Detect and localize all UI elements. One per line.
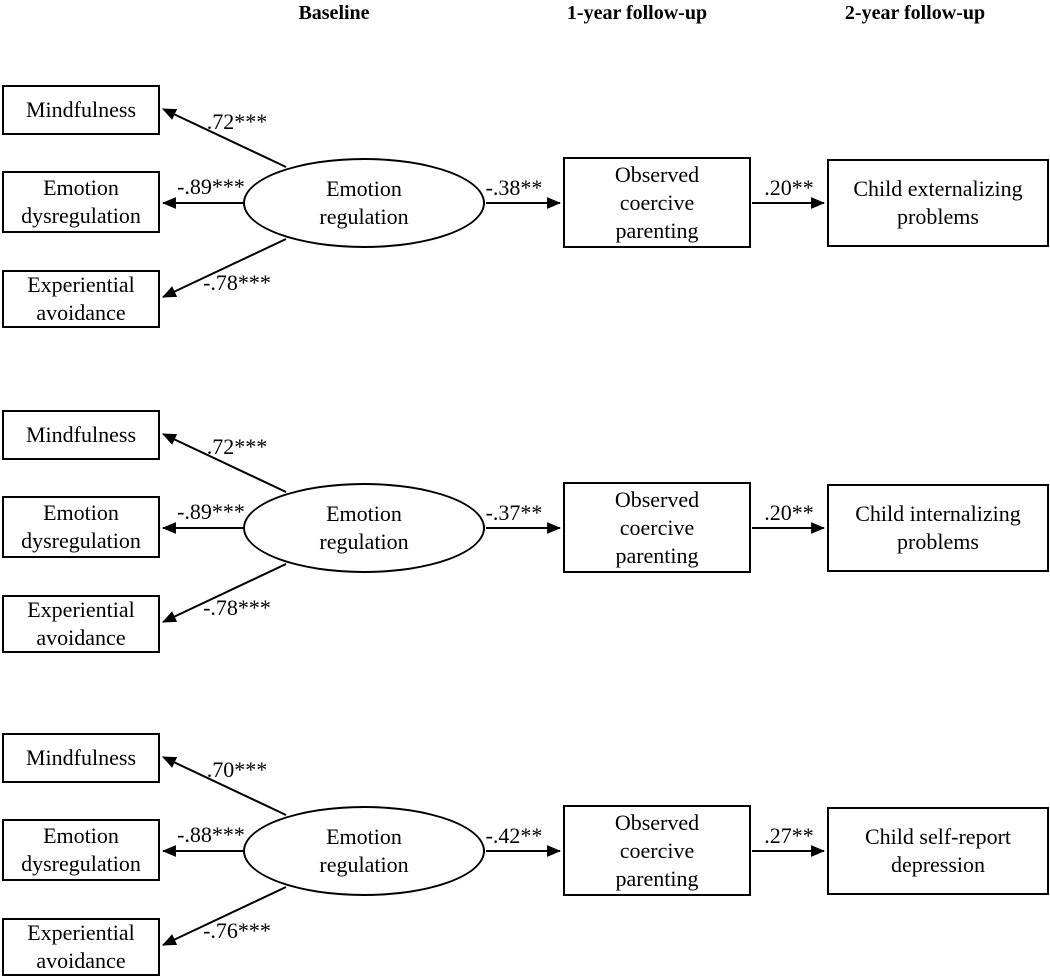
indicator-label: Experiential avoidance [27,272,135,325]
outcome-box: Child externalizing problems [827,159,1049,247]
indicator-label: Mindfulness [26,745,136,770]
indicator-box-mindfulness: Mindfulness [2,85,160,135]
path-label-latent-to-mediator: -.38** [485,175,543,200]
sem-model-2: Mindfulness Emotion dysregulation Experi… [0,325,1050,665]
factor-loading-arrow-experiential-avoidance [162,563,287,623]
mediator-label: Observed coercive parenting [614,486,700,568]
latent-label: Emotion regulation [319,501,409,554]
indicator-label: Experiential avoidance [27,920,135,973]
indicator-box-experiential-avoidance: Experiential avoidance [2,918,160,976]
outcome-label: Child internalizing problems [855,501,1021,554]
sem-model-3: Mindfulness Emotion dysregulation Experi… [0,648,1050,976]
column-header-baseline: Baseline [298,2,370,24]
indicator-box-emotion-dysregulation: Emotion dysregulation [2,819,160,881]
path-arrows-layer [161,433,826,623]
indicator-box-experiential-avoidance: Experiential avoidance [2,595,160,653]
path-label-latent-to-mediator: -.42** [485,823,543,848]
factor-loading-arrow-experiential-avoidance [162,238,287,298]
loading-label-experiential-avoidance: -.78*** [203,595,271,620]
indicator-label: Emotion dysregulation [21,500,141,553]
mediator-box-observed-coercive-parenting: Observed coercive parenting [563,805,751,896]
loading-label-emotion-dysregulation: -.88*** [177,822,245,847]
indicator-label: Emotion dysregulation [21,175,141,228]
indicator-label: Emotion dysregulation [21,823,141,876]
loading-label-experiential-avoidance: -.76*** [203,918,271,943]
mediator-box-observed-coercive-parenting: Observed coercive parenting [563,482,751,573]
indicator-box-emotion-dysregulation: Emotion dysregulation [2,171,160,233]
factor-loading-arrow-mindfulness [162,756,287,816]
indicator-box-experiential-avoidance: Experiential avoidance [2,270,160,328]
indicator-label: Mindfulness [26,97,136,122]
loading-label-mindfulness: .72*** [206,109,268,134]
loading-label-emotion-dysregulation: -.89*** [177,499,245,524]
latent-label: Emotion regulation [319,824,409,877]
path-label-mediator-to-outcome: .20** [764,175,814,200]
latent-label: Emotion regulation [319,176,409,229]
indicator-box-mindfulness: Mindfulness [2,733,160,783]
loading-label-mindfulness: .72*** [206,434,268,459]
outcome-label: Child self-report depression [864,824,1012,877]
latent-ellipse-emotion-regulation: Emotion regulation [243,158,485,248]
latent-ellipse-emotion-regulation: Emotion regulation [243,806,485,896]
latent-ellipse-emotion-regulation: Emotion regulation [243,483,485,573]
factor-loading-arrow-mindfulness [162,108,287,168]
path-label-mediator-to-outcome: .20** [764,500,814,525]
outcome-box: Child self-report depression [827,807,1049,895]
path-label-latent-to-mediator: -.37** [485,500,543,525]
path-arrows-layer [161,756,826,946]
indicator-label: Mindfulness [26,422,136,447]
sem-model-1: Mindfulness Emotion dysregulation Experi… [0,0,1050,340]
factor-loading-arrow-mindfulness [162,433,287,493]
outcome-box: Child internalizing problems [827,484,1049,572]
indicator-box-mindfulness: Mindfulness [2,410,160,460]
path-arrows-layer [161,108,826,298]
outcome-label: Child externalizing problems [853,176,1023,229]
column-header-1year-followup: 1-year follow-up [566,2,708,24]
column-header-2year-followup: 2-year follow-up [844,2,986,24]
path-label-mediator-to-outcome: .27** [764,823,814,848]
mediator-box-observed-coercive-parenting: Observed coercive parenting [563,157,751,248]
indicator-box-emotion-dysregulation: Emotion dysregulation [2,496,160,558]
factor-loading-arrow-experiential-avoidance [162,886,287,946]
indicator-label: Experiential avoidance [27,597,135,650]
loading-label-experiential-avoidance: -.78*** [203,270,271,295]
mediator-label: Observed coercive parenting [614,809,700,891]
mediator-label: Observed coercive parenting [614,161,700,243]
loading-label-mindfulness: .70*** [206,757,268,782]
loading-label-emotion-dysregulation: -.89*** [177,174,245,199]
